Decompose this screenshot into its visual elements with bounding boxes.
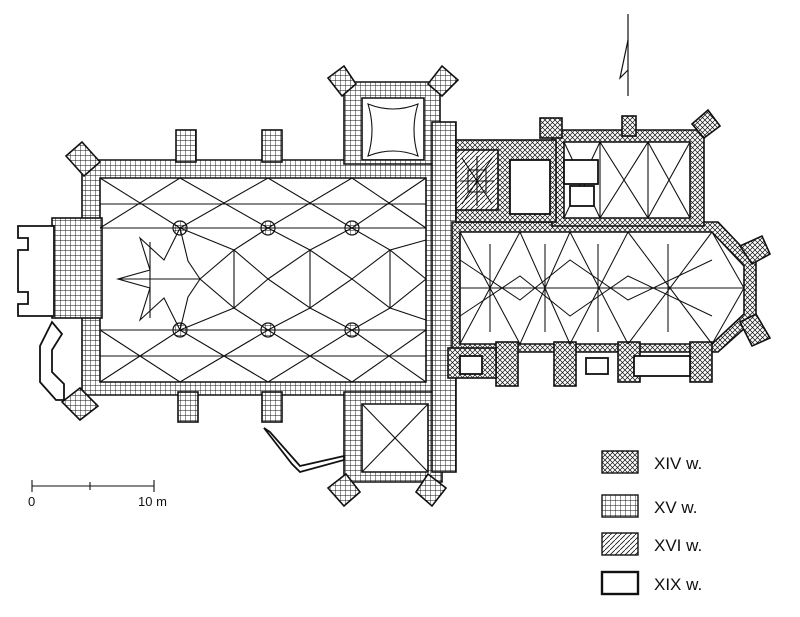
legend-label-xiv: XIV w.	[654, 454, 702, 473]
legend: XIV w. XV w. XVI w. XIX w.	[600, 450, 702, 596]
sacristy	[455, 108, 722, 227]
legend-swatch-xvi	[601, 532, 639, 556]
legend-label-xv: XV w.	[654, 498, 697, 517]
chancel	[431, 121, 772, 473]
north-tower	[326, 64, 460, 165]
legend-swatch-xv	[601, 494, 639, 518]
north-arrow-icon	[618, 14, 629, 96]
legend-label-xvi: XVI w.	[654, 536, 702, 555]
legend-item-xiv: XIV w.	[601, 450, 702, 474]
scale-end-label: 10 m	[138, 494, 167, 509]
legend-label-xix: XIX w.	[654, 575, 702, 594]
legend-item-xvi: XVI w.	[601, 532, 702, 556]
legend-swatch-xiv	[601, 450, 639, 474]
south-porch	[263, 391, 448, 508]
chancel-walls	[451, 221, 757, 353]
legend-item-xv: XV w.	[601, 494, 697, 518]
scale-bar: 0 10 m	[28, 480, 167, 509]
nave	[17, 129, 445, 423]
legend-item-xix: XIX w.	[600, 570, 702, 596]
scale-start-label: 0	[28, 494, 35, 509]
legend-swatch-xix	[600, 570, 640, 596]
